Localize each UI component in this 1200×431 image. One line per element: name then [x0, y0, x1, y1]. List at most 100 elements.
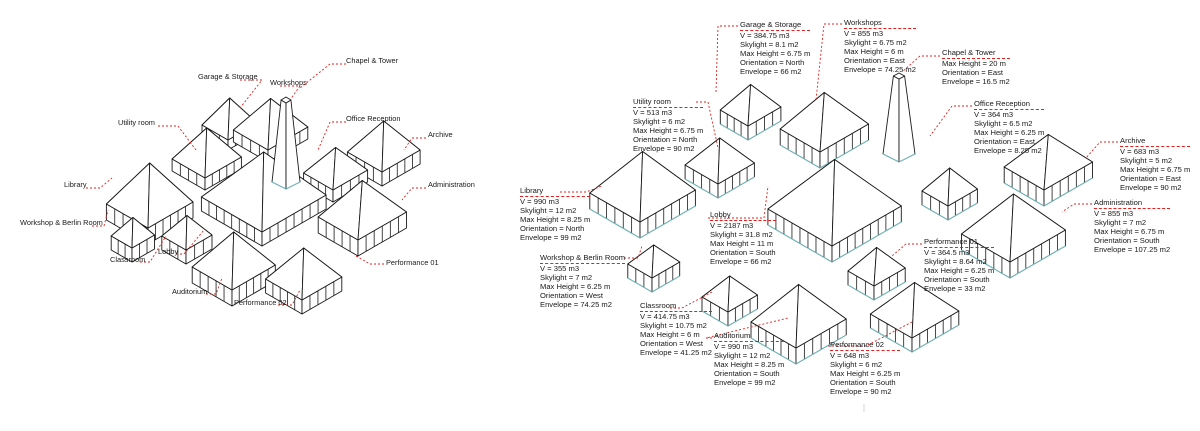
- leader-line: [705, 317, 789, 339]
- composite-label-workshop-berlin: Workshop & Berlin Room: [20, 218, 103, 227]
- composite-lobby: [200, 151, 327, 247]
- exploded-chapel-tower: [882, 72, 916, 163]
- leader-line: [176, 229, 205, 255]
- label-administration-line: V = 855 m3: [1094, 209, 1134, 218]
- label-archive-line: Orientation = East: [1120, 174, 1181, 183]
- label-lobby-line: Max Height = 11 m: [710, 239, 774, 248]
- label-library-line: Orientation = North: [520, 224, 585, 233]
- label-performance01-line: Max Height = 6.25 m: [924, 266, 995, 275]
- exploded-garage: [719, 84, 782, 141]
- exploded-lobby: [767, 159, 902, 263]
- label-administration-line: Max Height = 6.75 m: [1094, 227, 1165, 236]
- label-auditorium-line: Envelope = 99 m2: [714, 378, 776, 387]
- exploded-library-roof-front-right: [639, 151, 696, 223]
- label-lobby-title: Lobby: [710, 210, 776, 221]
- composite-label-performance02: Performance 02: [234, 298, 287, 307]
- label-workshop-berlin-line: Envelope = 74.25 m2: [540, 300, 612, 309]
- composite-label-lobby: Lobby: [158, 247, 179, 256]
- leader-line: [140, 235, 167, 263]
- composite-label-office: Office Reception: [346, 114, 401, 123]
- label-workshops-line: Orientation = East: [844, 56, 905, 65]
- label-office-line: Max Height = 6.25 m: [974, 128, 1045, 137]
- label-lobby: Lobby V = 2187 m3 Skylight = 31.8 m2 Max…: [710, 210, 776, 266]
- label-classroom-line: Orientation = West: [640, 339, 703, 348]
- exploded-lobby-roof-front-right: [831, 159, 902, 247]
- label-utility-title: Utility room: [633, 97, 704, 108]
- exploded-office: [921, 167, 978, 221]
- composite-library-roof-front-right: [147, 162, 194, 229]
- exploded-chapel-tower-cap: [892, 72, 906, 80]
- label-chapel-line: Envelope = 16.5 m2: [942, 77, 1010, 86]
- exploded-performance01: [847, 247, 906, 301]
- label-workshops-line: Skylight = 6.75 m2: [844, 38, 907, 47]
- label-classroom: Classroom V = 414.75 m3 Skylight = 10.75…: [640, 301, 712, 357]
- label-classroom-line: Max Height = 6 m: [640, 330, 700, 339]
- leader-line: [815, 23, 842, 101]
- label-library-title: Library: [520, 186, 591, 197]
- label-performance01: Performance 01 V = 364.5 m3 Skylight = 8…: [924, 237, 995, 293]
- label-utility-line: Orientation = North: [633, 135, 698, 144]
- exploded-chapel-tower-face-right: [898, 75, 916, 163]
- label-utility-line: Envelope = 90 m2: [633, 144, 695, 153]
- label-chapel-title: Chapel & Tower: [942, 48, 1010, 59]
- label-garage-line: Orientation = North: [740, 58, 805, 67]
- composite-classroom: [161, 215, 213, 265]
- exploded-chapel-tower-face-left: [882, 75, 900, 163]
- label-archive-line: Max Height = 6.75 m: [1120, 165, 1191, 174]
- label-lobby-line: Skylight = 31.8 m2: [710, 230, 773, 239]
- leader-line: [278, 289, 301, 306]
- label-garage-line: Max Height = 6.75 m: [740, 49, 811, 58]
- leader-line: [715, 25, 738, 93]
- label-chapel-line: Max Height = 20 m: [942, 59, 1006, 68]
- label-performance01-line: Skylight = 8.64 m2: [924, 257, 987, 266]
- composite-label-garage: Garage & Storage: [198, 72, 258, 81]
- composite-administration: [317, 180, 407, 257]
- leader-line: [1061, 203, 1092, 213]
- exploded-workshop-berlin: [627, 244, 681, 293]
- exploded-performance01-roof-front-right: [873, 247, 906, 287]
- composite-office-roof-front-right: [332, 147, 369, 191]
- label-administration-line: Orientation = South: [1094, 236, 1160, 245]
- exploded-classroom: [701, 275, 758, 327]
- composite-office: [303, 147, 369, 203]
- leader-line: [299, 63, 346, 89]
- label-archive-line: V = 683 m3: [1120, 147, 1160, 156]
- label-library-line: Skylight = 12 m2: [520, 206, 577, 215]
- label-archive-title: Archive: [1120, 136, 1191, 147]
- label-administration-line: Skylight = 7 m2: [1094, 218, 1147, 227]
- composite-archive-roof-front-right: [381, 120, 421, 173]
- exploded-library: [589, 151, 696, 239]
- label-auditorium-line: Skylight = 12 m2: [714, 351, 771, 360]
- leader-line: [708, 185, 769, 219]
- leader-line: [355, 255, 384, 265]
- composite-label-administration: Administration: [428, 180, 475, 189]
- composite-label-classroom: Classroom: [110, 255, 146, 264]
- leader-line: [86, 177, 113, 189]
- exploded-chapel-tower-ground-line: [882, 153, 916, 163]
- leader-line: [929, 105, 972, 137]
- leader-line: [696, 101, 719, 149]
- leader-line: [901, 55, 940, 73]
- label-auditorium-line: Max Height = 8.25 m: [714, 360, 785, 369]
- composite-label-utility: Utility room: [118, 118, 155, 127]
- label-garage-line: V = 384.75 m3: [740, 31, 790, 40]
- exploded-auditorium: [750, 284, 847, 365]
- label-administration: Administration V = 855 m3 Skylight = 7 m…: [1094, 198, 1171, 254]
- leader-line: [828, 321, 913, 347]
- exploded-workshops-ground-line: [779, 139, 869, 169]
- label-office-line: Skylight = 6.5 m2: [974, 119, 1033, 128]
- exploded-garage-roof-front-right: [747, 84, 782, 127]
- exploded-workshops-roof-front-right: [819, 92, 869, 153]
- leader-line: [560, 185, 603, 193]
- label-lobby-line: Orientation = South: [710, 248, 776, 257]
- label-administration-title: Administration: [1094, 198, 1171, 209]
- label-workshop-berlin-line: Skylight = 7 m2: [540, 273, 593, 282]
- exploded-classroom-roof-front-right: [727, 275, 758, 313]
- label-workshops: Workshops V = 855 m3 Skylight = 6.75 m2 …: [844, 18, 916, 74]
- composite-workshop-berlin-roof-front-right: [131, 217, 155, 249]
- label-performance02-line: V = 648 m3: [830, 351, 870, 360]
- label-library: Library V = 990 m3 Skylight = 12 m2 Max …: [520, 186, 591, 242]
- composite-label-archive: Archive: [428, 130, 453, 139]
- exploded-administration-ground-line: [961, 245, 1066, 279]
- label-performance02-line: Envelope = 90 m2: [830, 387, 892, 396]
